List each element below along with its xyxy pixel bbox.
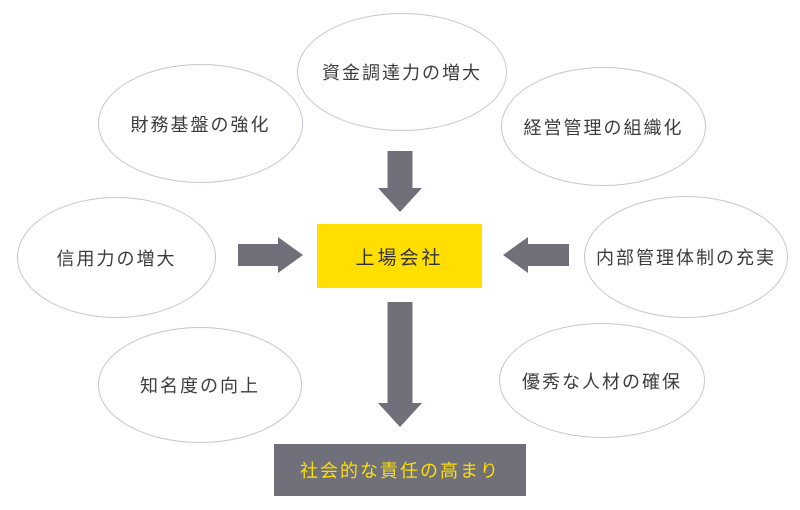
- ellipse-talent-acquisition-label: 優秀な人材の確保: [522, 371, 682, 392]
- center-box-label: 上場会社: [355, 247, 444, 269]
- ellipse-management-organization-label: 経営管理の組織化: [523, 117, 684, 138]
- ellipse-creditworthiness-label: 信用力の増大: [56, 248, 177, 269]
- left-arrow-right-to-center: [503, 237, 569, 273]
- ellipse-internal-control: 内部管理体制の充実: [584, 196, 788, 318]
- ellipse-name-recognition-label: 知名度の向上: [140, 376, 260, 396]
- right-arrow-left-to-center: [238, 237, 303, 273]
- bottom-box-label: 社会的な責任の高まり: [300, 461, 500, 481]
- ellipse-financial-base-label: 財務基盤の強化: [130, 114, 271, 135]
- ellipse-name-recognition: 知名度の向上: [98, 327, 302, 443]
- center-box-listed-company: 上場会社: [317, 224, 482, 288]
- down-arrow-center-to-bottom: [378, 302, 422, 427]
- bottom-box-social-responsibility: 社会的な責任の高まり: [274, 444, 526, 496]
- down-arrow-top-to-center: [378, 151, 422, 212]
- ellipse-financial-base: 財務基盤の強化: [98, 64, 303, 183]
- ellipse-creditworthiness: 信用力の増大: [17, 197, 216, 318]
- ellipse-capital-raising: 資金調達力の増大: [297, 13, 507, 131]
- ellipse-talent-acquisition: 優秀な人材の確保: [499, 323, 705, 438]
- ellipse-capital-raising-label: 資金調達力の増大: [322, 63, 482, 83]
- ellipse-internal-control-label: 内部管理体制の充実: [596, 248, 776, 268]
- ellipse-management-organization: 経営管理の組織化: [501, 67, 706, 186]
